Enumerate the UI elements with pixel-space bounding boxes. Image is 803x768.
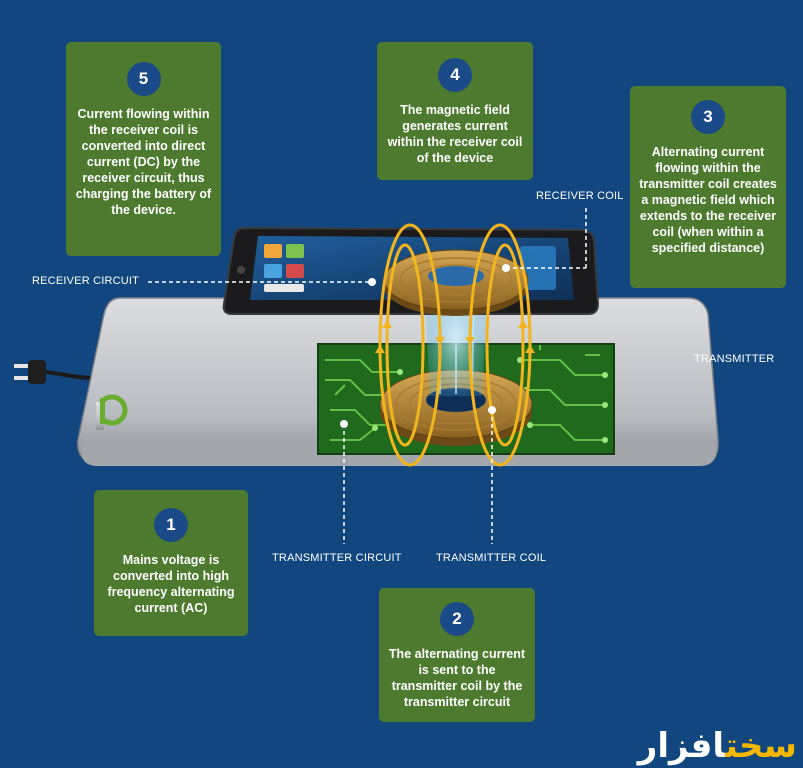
leader-lines: [148, 206, 587, 544]
step-2-box: 2 The alternating current is sent to the…: [379, 588, 535, 722]
step-1-number: 1: [154, 508, 188, 542]
brand-logo-part2: افزار: [637, 726, 726, 766]
power-plug-icon: [14, 360, 96, 384]
step-5-number: 5: [126, 62, 161, 96]
step-3-box: 3 Alternating current flowing within the…: [630, 86, 786, 288]
receiver-coil-label: RECEIVER COIL: [536, 190, 624, 202]
step-3-number: 3: [691, 100, 725, 134]
step-4-number: 4: [438, 58, 472, 92]
transmitter-coil-label: TRANSMITTER COIL: [436, 552, 547, 564]
transmitter-label: TRANSMITTER: [694, 353, 775, 365]
receiver-coil: [383, 249, 529, 316]
transmitter-circuit-label: TRANSMITTER CIRCUIT: [272, 552, 402, 564]
field-direction-arrows: [375, 320, 535, 353]
step-4-box: 4 The magnetic field generates current w…: [377, 42, 533, 180]
step-2-text: The alternating current is sent to the t…: [388, 647, 526, 709]
brand-logo-part1: سخت: [725, 726, 797, 766]
step-1-box: 1 Mains voltage is converted into high f…: [94, 490, 248, 636]
step-5-text: Current flowing within the receiver coil…: [75, 107, 212, 217]
step-3-text: Alternating current flowing within the t…: [639, 145, 777, 255]
step-5-box: 5 Current flowing within the receiver co…: [66, 42, 221, 256]
brand-logo: سختافزار: [638, 726, 797, 766]
receiver-circuit-label: RECEIVER CIRCUIT: [32, 275, 140, 287]
leader-dots: [340, 264, 510, 428]
power-logo-icon: [96, 394, 128, 430]
step-2-number: 2: [440, 602, 474, 636]
step-1-text: Mains voltage is converted into high fre…: [107, 553, 235, 615]
step-4-text: The magnetic field generates current wit…: [387, 103, 523, 165]
